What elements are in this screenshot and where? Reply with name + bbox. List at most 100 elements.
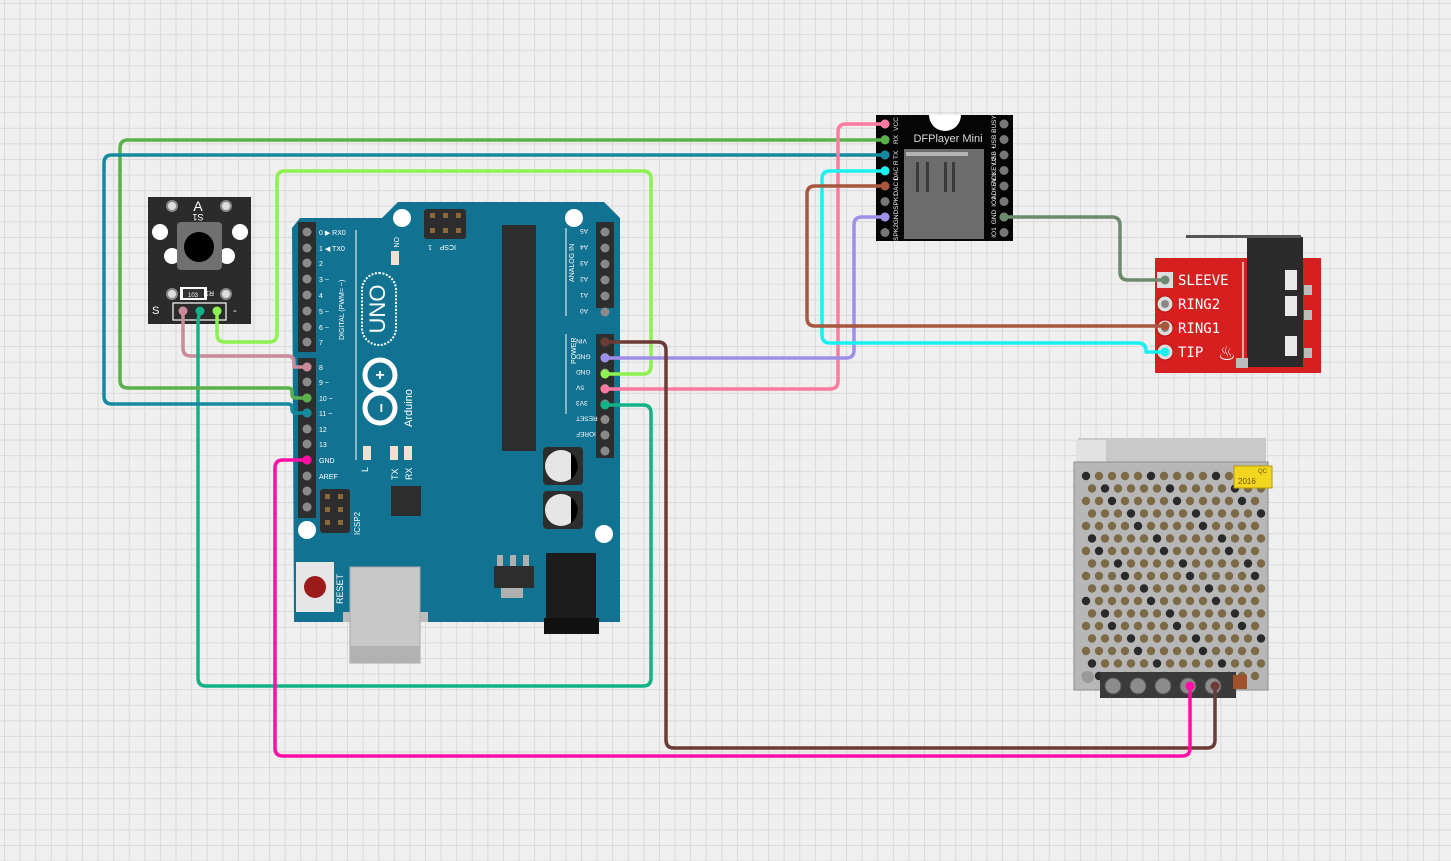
vent-hole [1172, 471, 1182, 481]
wire-VIN-to-PSU[interactable] [603, 340, 1217, 750]
digital-pin[interactable] [302, 337, 312, 347]
digital-pin[interactable] [302, 377, 312, 387]
dfplayer-pin-label: SPK1 [893, 193, 900, 210]
vent-hole [1120, 646, 1130, 656]
power-supply[interactable]: 2016 QC [1073, 438, 1273, 698]
wire-endpoint[interactable] [212, 306, 222, 316]
push-button-module[interactable]: A S1 103 R1 S - [148, 197, 251, 324]
digital-pin[interactable] [302, 290, 312, 300]
dfplayer-right-pin[interactable] [999, 228, 1009, 237]
digital-pin[interactable] [302, 502, 312, 512]
wire-endpoint[interactable] [302, 393, 312, 403]
wire-endpoint[interactable] [1160, 347, 1170, 357]
wire-endpoint[interactable] [302, 362, 312, 372]
digital-pin[interactable] [302, 322, 312, 332]
wire-endpoint[interactable] [1185, 681, 1195, 691]
digital-pin[interactable] [302, 486, 312, 496]
dfplayer-right-pin[interactable] [999, 166, 1009, 175]
vent-hole [1243, 634, 1253, 643]
wire-endpoint[interactable] [195, 306, 205, 316]
vent-hole [1139, 584, 1149, 593]
dfplayer-right-pin[interactable] [999, 135, 1009, 144]
vent-hole [1113, 634, 1123, 643]
digital-pin[interactable] [302, 306, 312, 316]
analog-pin[interactable] [600, 291, 610, 301]
vent-hole [1120, 621, 1130, 631]
digital-pin[interactable] [302, 227, 312, 237]
wire-endpoint[interactable] [178, 306, 188, 316]
wire-endpoint[interactable] [600, 400, 610, 410]
analog-pin[interactable] [600, 259, 610, 269]
digital-pin[interactable] [302, 439, 312, 449]
wire-endpoint[interactable] [1160, 321, 1170, 331]
vent-hole [1120, 571, 1130, 581]
psu-terminal-screw[interactable] [1129, 677, 1147, 695]
wire-endpoint[interactable] [880, 166, 890, 176]
wire-endpoint[interactable] [1210, 681, 1220, 691]
switch-cap[interactable] [184, 232, 214, 262]
analog-pin[interactable] [600, 227, 610, 237]
vent-hole [1230, 509, 1240, 518]
wire-DF-GND-to-SLEEVE[interactable] [1002, 215, 1167, 282]
psu-terminal-screw[interactable] [1104, 677, 1122, 695]
analog-pin[interactable] [600, 275, 610, 285]
dfplayer-right-pin[interactable] [999, 181, 1009, 191]
wire-DF-DACL-to-RING1[interactable] [805, 184, 1167, 328]
vent-hole [1224, 496, 1234, 506]
vent-hole [1146, 521, 1156, 531]
reset-button[interactable] [304, 576, 326, 598]
wire-endpoint[interactable] [1160, 275, 1170, 285]
wire-endpoint[interactable] [880, 212, 890, 222]
power-pin[interactable] [600, 446, 610, 456]
wire-btn-GND-to-GND[interactable] [215, 169, 653, 376]
power-pin[interactable] [600, 430, 610, 440]
wire-endpoint[interactable] [999, 212, 1009, 222]
vent-hole [1100, 534, 1110, 543]
analog-pin[interactable] [600, 307, 610, 317]
wire-D10-to-DF-RX[interactable] [118, 138, 887, 400]
vent-hole [1185, 596, 1195, 606]
capacitor-top [545, 450, 577, 482]
wire-5V-to-DF-VCC[interactable] [603, 122, 887, 391]
wire-DF-DACR-to-TIP[interactable] [820, 169, 1167, 354]
wire-endpoint[interactable] [600, 369, 610, 379]
pin-label-s: S [152, 305, 159, 317]
dfplayer-right-pin[interactable] [999, 119, 1009, 129]
digital-pin[interactable] [302, 243, 312, 253]
wire-endpoint[interactable] [880, 119, 890, 129]
power-pin[interactable] [600, 415, 610, 424]
digital-pin[interactable] [302, 424, 312, 434]
wire-endpoint[interactable] [880, 181, 890, 191]
vent-hole [1230, 559, 1240, 568]
vent-hole [1217, 509, 1227, 518]
wire-endpoint[interactable] [600, 353, 610, 363]
digital-pin[interactable] [302, 258, 312, 268]
wire-btn-VCC-to-3V3[interactable] [196, 309, 653, 688]
dfplayer-right-pin[interactable] [999, 197, 1009, 206]
vent-hole [1217, 609, 1227, 618]
vent-hole [1165, 634, 1175, 643]
digital-pin[interactable] [302, 471, 312, 481]
wire-endpoint[interactable] [600, 384, 610, 394]
wire-endpoint[interactable] [302, 455, 312, 465]
vent-hole [1165, 609, 1175, 618]
dfplayer-left-pin[interactable] [880, 228, 890, 237]
wire-endpoint[interactable] [302, 408, 312, 418]
wire-endpoint[interactable] [880, 135, 890, 145]
wire-GND-to-DF-GND[interactable] [603, 215, 887, 360]
analog-pin[interactable] [600, 243, 610, 253]
wire-endpoint[interactable] [600, 337, 610, 347]
digital-pin[interactable] [302, 274, 312, 284]
psu-terminal-screw[interactable] [1154, 677, 1172, 695]
wire-D11-to-DF-TX[interactable] [102, 153, 887, 415]
wire-btn-S-to-D8[interactable] [181, 309, 309, 369]
dfplayer-right-pin[interactable] [999, 150, 1009, 160]
wire-endpoint[interactable] [880, 150, 890, 160]
wire-GND-to-PSU[interactable] [273, 458, 1192, 758]
vent-hole [1224, 646, 1234, 656]
dfplayer-left-pin[interactable] [880, 197, 890, 206]
